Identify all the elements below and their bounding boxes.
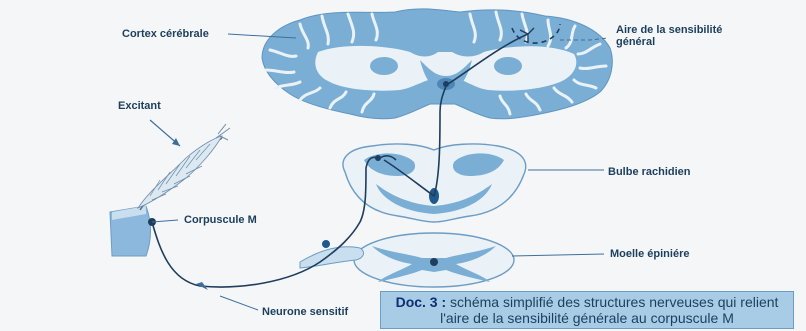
label-corpuscule: Corpuscule M [184, 214, 257, 226]
caudate-right [494, 57, 522, 75]
label-excitant: Excitant [118, 100, 161, 112]
caption-box: Doc. 3 : schéma simplifié des structures… [380, 291, 794, 329]
dorsal-root [300, 247, 363, 268]
skin-block [110, 206, 156, 256]
caption-text: schéma simplifié des structures nerveuse… [440, 294, 778, 326]
synapse-thalamus [443, 81, 449, 87]
feather [138, 124, 230, 210]
brain-section [262, 9, 612, 119]
moelle-section [300, 233, 514, 287]
label-bulbe: Bulbe rachidien [608, 166, 691, 178]
bulbe-section [343, 144, 526, 222]
caption-label: Doc. 3 : [396, 294, 447, 310]
leader-neurone [220, 296, 258, 310]
label-neurone: Neurone sensitif [262, 306, 348, 318]
label-cortex: Cortex cérébrale [122, 28, 209, 40]
label-aire: Aire de la sensibilité général [616, 24, 756, 48]
central-canal [430, 258, 438, 266]
arrow-excitant-head [172, 138, 180, 146]
ganglion-cell [322, 240, 330, 248]
caudate-left [370, 57, 398, 75]
leader-moelle [512, 254, 604, 256]
label-moelle: Moelle épiniére [610, 248, 689, 260]
synapse-bulbe [375, 155, 381, 161]
leader-corpuscule [152, 220, 178, 222]
